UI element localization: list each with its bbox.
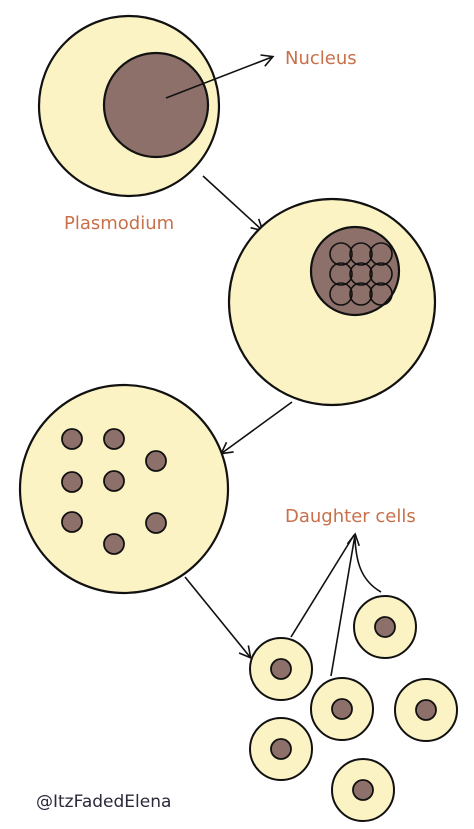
arrow-stage2-to-stage3 bbox=[219, 401, 293, 455]
nucleus-pointer-arrow bbox=[165, 54, 275, 99]
multinucleate-cell bbox=[18, 383, 230, 595]
daughter-cell bbox=[310, 677, 374, 741]
daughter-cells bbox=[249, 595, 458, 822]
nucleus bbox=[102, 51, 210, 159]
daughter-cell bbox=[331, 758, 395, 822]
plasmodium-cell bbox=[37, 14, 221, 198]
daughter-arrow-1 bbox=[290, 534, 355, 638]
daughter-cell bbox=[249, 637, 313, 701]
nuclei-cluster bbox=[329, 242, 393, 306]
small-nuclei bbox=[61, 428, 167, 555]
dividing-cell bbox=[227, 197, 437, 407]
daughter-cells-label: Daughter cells bbox=[285, 506, 416, 527]
daughter-cell bbox=[353, 595, 417, 659]
daughter-cell bbox=[394, 678, 458, 742]
nucleus-label: Nucleus bbox=[285, 48, 357, 69]
author-credit: @ItzFadedElena bbox=[36, 792, 172, 812]
arrow-stage1-to-stage2 bbox=[202, 175, 264, 232]
daughter-arrow-3 bbox=[354, 537, 382, 593]
daughter-arrow-2 bbox=[330, 532, 360, 677]
arrow-stage3-to-daughters bbox=[184, 576, 252, 660]
daughter-cell bbox=[249, 717, 313, 781]
plasmodium-label: Plasmodium bbox=[64, 213, 174, 234]
dividing-nucleus bbox=[309, 225, 401, 317]
